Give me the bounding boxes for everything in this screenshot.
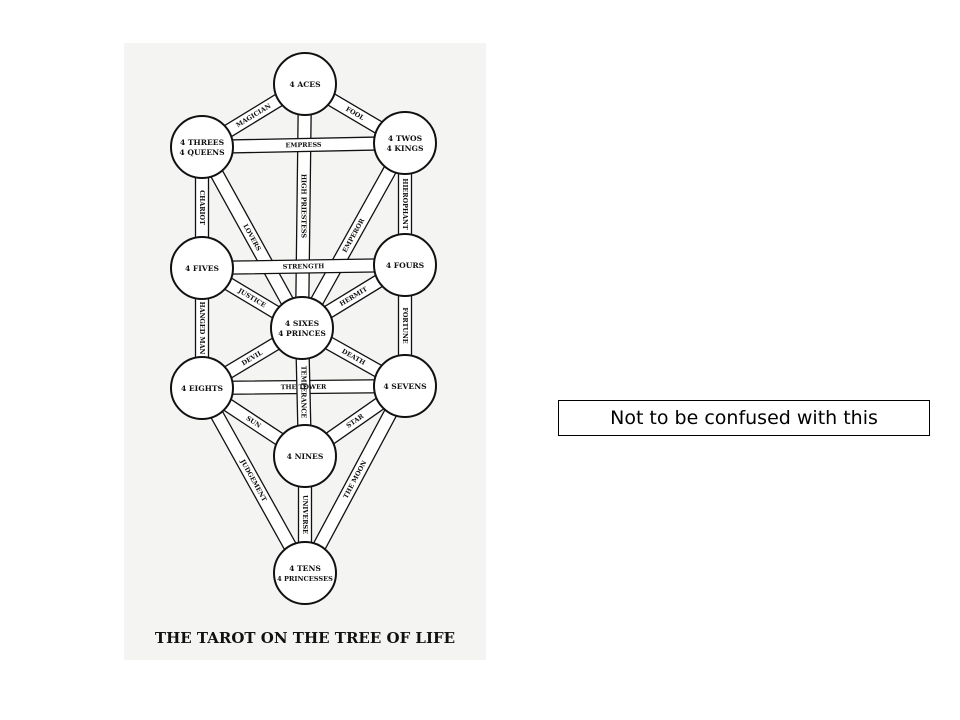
path-label-chariot: CHARIOT <box>198 190 206 225</box>
node-eights: 4 EIGHTS <box>170 356 234 420</box>
path-label-strength: STRENGTH <box>283 262 325 271</box>
node-label-twos-0: 4 TWOS <box>388 134 423 143</box>
node-label-twos-1: 4 KINGS <box>387 144 425 153</box>
path-label-hierophant: HIEROPHANT <box>401 178 409 229</box>
note-box: Not to be confused with this <box>558 400 930 436</box>
node-circle-nines <box>273 424 337 488</box>
node-circle-aces <box>273 52 337 116</box>
node-label-fours-0: 4 FOURS <box>386 261 425 270</box>
node-label-nines-0: 4 NINES <box>287 452 324 461</box>
path-label-judgement: JUDGEMENT <box>238 457 268 503</box>
node-fives: 4 FIVES <box>170 236 234 300</box>
path-label-high-priestess: HIGH PRIESTESS <box>300 174 308 238</box>
node-circle-threes <box>170 115 234 179</box>
node-sevens: 4 SEVENS <box>373 354 437 418</box>
node-circle-fours <box>373 233 437 297</box>
node-nines: 4 NINES <box>273 424 337 488</box>
path-label-temperance: TEMPERANCE <box>300 366 308 419</box>
node-circle-tens <box>273 541 337 605</box>
node-fours: 4 FOURS <box>373 233 437 297</box>
note-text: Not to be confused with this <box>610 407 878 429</box>
node-circle-eights <box>170 356 234 420</box>
node-circle-twos <box>373 111 437 175</box>
path-label-the-tower: THE TOWER <box>281 383 327 391</box>
node-label-fives-0: 4 FIVES <box>185 264 220 273</box>
path-label-hanged-man: HANGED MAN <box>198 302 206 355</box>
path-label-empress: EMPRESS <box>285 141 322 150</box>
figure-caption: THE TAROT ON THE TREE OF LIFE <box>155 629 455 647</box>
node-label-tens-1: 4 PRINCESSES <box>277 575 333 583</box>
node-label-eights-0: 4 EIGHTS <box>181 384 224 393</box>
node-circle-fives <box>170 236 234 300</box>
node-aces: 4 ACES <box>273 52 337 116</box>
node-circle-sixes <box>270 296 334 360</box>
node-circle-sevens <box>373 354 437 418</box>
path-label-fortune: FORTUNE <box>401 307 409 343</box>
node-label-threes-0: 4 THREES <box>180 138 225 147</box>
node-label-sevens-0: 4 SEVENS <box>383 382 427 391</box>
node-label-sixes-0: 4 SIXES <box>285 319 320 328</box>
node-tens: 4 TENS 4 PRINCESSES <box>273 541 337 605</box>
node-label-threes-1: 4 QUEENS <box>179 148 225 157</box>
node-label-aces-0: 4 ACES <box>289 80 321 89</box>
node-label-sixes-1: 4 PRINCES <box>278 329 326 338</box>
path-label-universe: UNIVERSE <box>301 495 309 534</box>
node-label-tens-0: 4 TENS <box>289 564 321 573</box>
